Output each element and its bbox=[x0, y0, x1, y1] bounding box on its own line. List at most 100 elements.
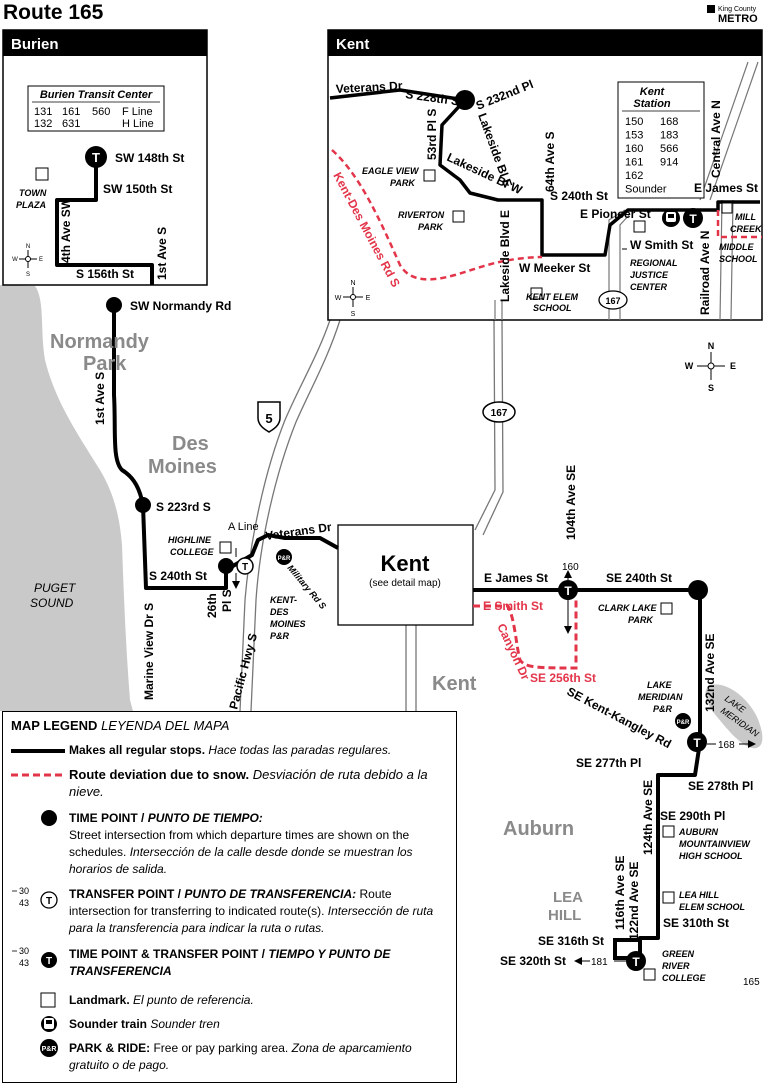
city-leahill-1: LEA bbox=[553, 889, 583, 906]
meridian-pr-label-1: LAKE bbox=[647, 680, 672, 690]
svg-text:N: N bbox=[350, 280, 355, 287]
puget-label-1: PUGET bbox=[34, 581, 77, 595]
street-se240: SE 240th St bbox=[606, 571, 672, 585]
highline-label-2: COLLEGE bbox=[170, 547, 214, 557]
highway-roads bbox=[239, 319, 504, 712]
kent-detail-box bbox=[337, 524, 474, 626]
legend-title: MAP LEGEND LEYENDA DEL MAPA bbox=[11, 718, 229, 733]
street-se256: SE 256th St bbox=[530, 671, 596, 685]
lake-meridian bbox=[705, 684, 763, 749]
millcreek-label-3: MIDDLE bbox=[719, 242, 754, 252]
street-se290: SE 290th Pl bbox=[660, 809, 725, 823]
auburnmv-label-2: MOUNTAINVIEW bbox=[679, 839, 751, 849]
route-line-kent-south bbox=[473, 588, 702, 958]
park-ride-icon: P&R bbox=[40, 1039, 58, 1057]
puget-label-2: SOUND bbox=[30, 596, 74, 610]
svg-text:30: 30 bbox=[19, 946, 29, 956]
svg-text:43: 43 bbox=[19, 958, 29, 968]
burien-sw148: SW 148th St bbox=[115, 151, 184, 165]
route-181-label: 181 bbox=[591, 957, 608, 968]
timepoint-normandy bbox=[106, 297, 122, 313]
landmark-highline bbox=[219, 541, 232, 554]
kent-station-route-cell: 183 bbox=[660, 130, 678, 142]
highline-label-1: HIGHLINE bbox=[168, 535, 212, 545]
street-132nd: 132nd Ave SE bbox=[703, 634, 717, 712]
eagle-label-2: PARK bbox=[390, 178, 416, 188]
legend-landmark-icon bbox=[40, 992, 56, 1008]
kent-station-route-cell: 160 bbox=[625, 143, 643, 155]
town-plaza-1: TOWN bbox=[19, 188, 47, 198]
city-leahill-2: HILL bbox=[548, 907, 581, 924]
legend-transfer-icon: 30 43 T bbox=[12, 886, 58, 909]
kent-railroad: Railroad Ave N bbox=[698, 231, 712, 315]
meridian-pr-label-3: P&R bbox=[653, 704, 673, 714]
i5-shield: 5 bbox=[257, 401, 281, 433]
legend-regular-es: Hace todas las paradas regulares. bbox=[208, 743, 392, 757]
street-s240: S 240th St bbox=[149, 569, 207, 583]
map-legend: MAP LEGEND LEYENDA DEL MAPA Makes all re… bbox=[2, 711, 457, 1083]
burien-4th-ave: 4th Ave SW bbox=[59, 197, 73, 263]
street-se310: SE 310th St bbox=[663, 916, 729, 930]
kent-veterans: Veterans Dr bbox=[335, 79, 403, 96]
burien-sw150: SW 150th St bbox=[103, 182, 172, 196]
park-ride-lake-meridian: P&R bbox=[675, 713, 691, 729]
svg-text:S: S bbox=[26, 272, 30, 278]
millcreek-label-2: CREEK bbox=[730, 224, 763, 234]
legend-title-es: LEYENDA DEL MAPA bbox=[101, 718, 230, 733]
street-pacific-hwy: Pacific Hwy S bbox=[226, 632, 260, 711]
city-normandy-2: Park bbox=[83, 353, 127, 375]
street-se316: SE 316th St bbox=[538, 934, 604, 948]
legend-transfer-en: TRANSFER POINT bbox=[69, 887, 175, 901]
kent-station-route-cell: 162 bbox=[625, 170, 643, 182]
street-s223: S 223rd S bbox=[156, 500, 211, 514]
street-marine-view: Marine View Dr S bbox=[142, 603, 156, 700]
legend-regular: Makes all regular stops. Hace todas las … bbox=[3, 740, 453, 760]
legend-tt-es: TIEMPO Y PUNTO DE TRANSFERENCIA bbox=[69, 947, 391, 978]
green-label-2: RIVER bbox=[662, 961, 690, 971]
snow-route-main bbox=[473, 600, 578, 670]
green-label-1: GREEN bbox=[662, 949, 695, 959]
kent-station-transfer: T bbox=[683, 208, 703, 228]
svg-text:T: T bbox=[564, 584, 572, 598]
kdm-label-4: P&R bbox=[270, 631, 290, 641]
route-title: Route 165 bbox=[3, 1, 104, 24]
kent-station-route-cell: 161 bbox=[625, 157, 643, 169]
kent-meeker: W Meeker St bbox=[519, 261, 590, 275]
legend-transfer-desc-es: Intersección de ruta para la transferenc… bbox=[69, 904, 434, 935]
burien-tc-title: Burien Transit Center bbox=[40, 89, 153, 101]
kent-station-route-cell: 150 bbox=[625, 116, 643, 128]
svg-text:W: W bbox=[685, 361, 694, 371]
timepoint-se240 bbox=[688, 580, 708, 600]
timepoint-s223 bbox=[135, 497, 151, 513]
kent-s240: S 240th St bbox=[550, 189, 608, 203]
millcreek-label-1: MILL bbox=[735, 212, 756, 222]
sr167-shield-main: 167 bbox=[482, 401, 516, 423]
legend-time-en: TIME POINT bbox=[69, 811, 138, 825]
burien-panel-title: Burien bbox=[11, 36, 59, 53]
sr167-shield-detail: 167 bbox=[598, 290, 628, 310]
legend-timepoint-icon bbox=[41, 810, 57, 826]
svg-text:5: 5 bbox=[265, 411, 272, 426]
legend-sounder-es: Sounder tren bbox=[150, 1017, 220, 1031]
kent-station-route-cell: 914 bbox=[660, 157, 678, 169]
green-label-3: COLLEGE bbox=[662, 973, 706, 983]
transfer-point-aline: T bbox=[236, 557, 254, 575]
riverton-label-2: PARK bbox=[418, 222, 444, 232]
legend-sounder: Sounder train Sounder tren bbox=[3, 1014, 453, 1036]
auburnmv-label-1: AUBURN bbox=[678, 827, 718, 837]
street-1st-ave-s-main: 1st Ave S bbox=[93, 372, 107, 425]
landmark-eagle-view bbox=[423, 169, 436, 182]
legend-landmark-es: El punto de referencia. bbox=[133, 993, 254, 1007]
street-se277: SE 277th Pl bbox=[576, 756, 641, 770]
leahill-label-1: LEA HILL bbox=[679, 890, 719, 900]
city-normandy-1: Normandy bbox=[50, 331, 150, 353]
landmark-clark-lake bbox=[660, 602, 673, 615]
svg-text:METRO: METRO bbox=[718, 13, 758, 25]
burien-tc-route-cell: H Line bbox=[122, 118, 154, 130]
landmark-green-river bbox=[643, 968, 656, 981]
legend-regular-en: Makes all regular stops. bbox=[69, 743, 206, 757]
legend-tt-icon: 30 43 T bbox=[12, 946, 57, 968]
